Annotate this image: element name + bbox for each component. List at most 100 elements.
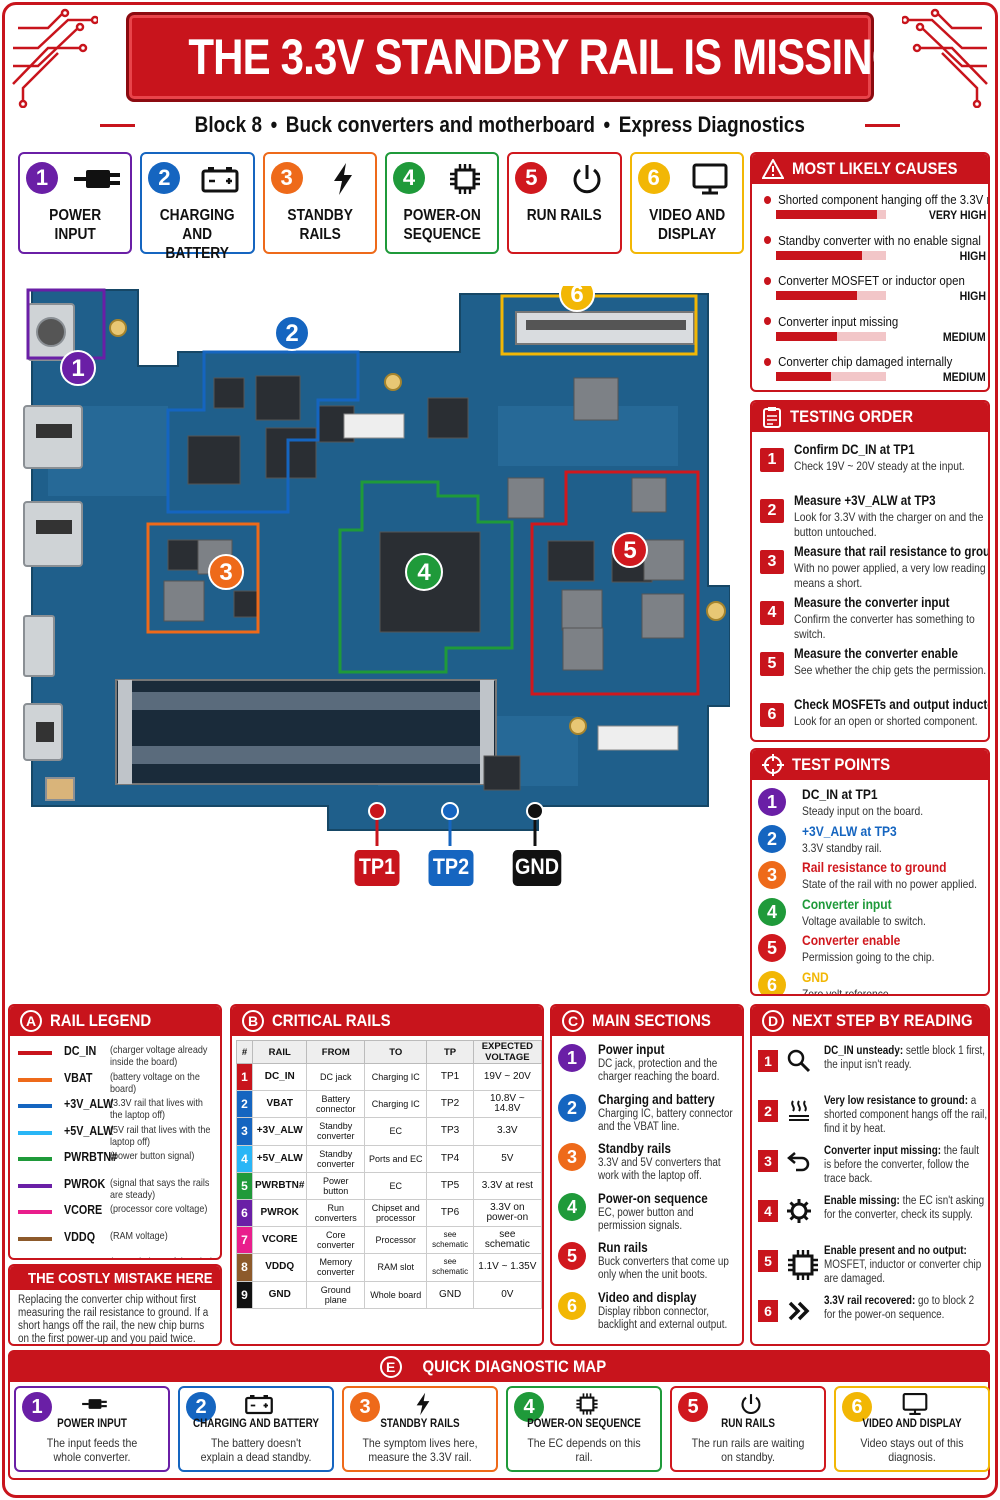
section-title: Standby rails xyxy=(598,1141,671,1156)
next-action: a shorted component hangs off the rail, … xyxy=(824,1095,988,1135)
block-label: POWER INPUT xyxy=(49,207,102,243)
step-title: Measure that rail resistance to ground xyxy=(794,544,990,559)
legend-swatch xyxy=(18,1210,52,1214)
legend-letter: A xyxy=(20,1010,42,1032)
subtitle-row: Block 8 • Buck converters and motherboar… xyxy=(100,110,900,140)
legend-rail-name: +5V_ALW xyxy=(64,1123,114,1138)
mistake-header: THE COSTLY MISTAKE HERE xyxy=(10,1266,220,1290)
legend-item: GND(ground plane of the whole board) xyxy=(18,1256,220,1258)
marker-4: 4 xyxy=(405,553,443,591)
rails-cell: 9 xyxy=(236,1280,253,1309)
testpoints-header: TEST POINTS xyxy=(752,750,988,780)
next-number: 6 xyxy=(758,1300,778,1322)
quickmap-title: STANDBY RAILS xyxy=(380,1418,460,1430)
monitor-icon xyxy=(682,160,738,198)
rails-cell: 1 xyxy=(236,1062,253,1092)
marker-label: 5 xyxy=(623,537,636,564)
rails-cell: Whole board xyxy=(364,1280,428,1309)
quickmap-letter: E xyxy=(379,1356,402,1378)
region-6 xyxy=(500,294,698,356)
causes-header: MOST LIKELY CAUSES xyxy=(752,154,988,184)
likelihood-fill xyxy=(776,331,837,341)
rails-cell: Processor xyxy=(364,1226,428,1255)
sections-title: MAIN SECTIONS xyxy=(592,1011,711,1030)
next-text: 3.3V rail recovered: go to block 2 for t… xyxy=(824,1294,987,1322)
likelihood-level: MEDIUM xyxy=(943,329,986,344)
legend-rail-name: DC_IN xyxy=(64,1044,97,1058)
chip-icon xyxy=(572,1392,602,1416)
step-title: Measure the converter enable xyxy=(794,646,958,661)
legend-rail-desc: (power button signal) xyxy=(110,1150,195,1162)
section-title: Charging and battery xyxy=(598,1091,715,1107)
marker-5: 5 xyxy=(612,532,648,568)
likelihood-bar xyxy=(776,291,886,300)
next-action: go to block 2 for the power-on sequence. xyxy=(824,1295,975,1321)
step-title: Measure +3V_ALW at TP3 xyxy=(794,493,936,508)
next-condition: Converter input missing: xyxy=(824,1145,942,1157)
next-number: 1 xyxy=(758,1050,778,1072)
rails-cell: 5V xyxy=(472,1144,542,1173)
next-number: 3 xyxy=(758,1150,778,1172)
section-desc: Charging IC, battery connector and the V… xyxy=(598,1107,733,1133)
rails-cell: Standby converter xyxy=(306,1144,366,1173)
magnifier-icon xyxy=(786,1048,812,1074)
cause-text: Standby converter with no enable signal xyxy=(764,233,981,248)
testpoint-desc: Permission going to the chip. xyxy=(802,950,935,964)
block-label: VIDEO AND DISPLAY xyxy=(648,207,725,243)
rails-cell: +3V_ALW xyxy=(251,1117,308,1146)
marker-label: 6 xyxy=(570,286,583,308)
rails-cell: 3 xyxy=(236,1117,253,1146)
next-action: settle block 1 first, the input isn't re… xyxy=(824,1045,986,1071)
section-desc: DC jack, protection and the charger reac… xyxy=(598,1058,720,1083)
rails-cell: 0V xyxy=(472,1280,542,1309)
quickmap-number: 4 xyxy=(514,1392,544,1422)
rails-cell: DC jack xyxy=(306,1062,366,1092)
block-number: 3 xyxy=(270,162,303,194)
legend-rail-desc: (charger voltage already inside the boar… xyxy=(110,1044,208,1068)
quickmap-desc: The battery doesn't explain a dead stand… xyxy=(200,1436,312,1464)
legend-rail-name: VDDQ xyxy=(64,1229,96,1244)
causes-title: MOST LIKELY CAUSES xyxy=(792,159,958,178)
testpoints-title: TEST POINTS xyxy=(792,755,891,774)
step-desc: With no power applied, a very low readin… xyxy=(794,561,986,590)
subtitle-rule-left xyxy=(100,123,136,127)
title-banner: THE 3.3V STANDBY RAIL IS MISSING xyxy=(126,12,904,102)
rails-cell: VDDQ xyxy=(251,1253,308,1282)
rails-cell: Power button xyxy=(306,1171,366,1200)
rails-cell: see schematic xyxy=(426,1253,474,1282)
rails-cell: Ground plane xyxy=(306,1280,366,1309)
legend-rail-name: +3V_ALW xyxy=(64,1097,114,1111)
next-number: 2 xyxy=(758,1100,778,1122)
rails-col-header: TP xyxy=(426,1040,474,1064)
likelihood-level: HIGH xyxy=(959,248,986,263)
section-desc: Display ribbon connector, backlight and … xyxy=(598,1305,728,1331)
next-letter: D xyxy=(762,1010,784,1032)
region-2 xyxy=(166,350,360,514)
battery-icon xyxy=(192,160,248,198)
rails-cell: 3.3V at rest xyxy=(472,1171,542,1200)
rails-cell: see schematic xyxy=(426,1226,474,1255)
step-title: Check MOSFETs and output inductor xyxy=(794,697,990,712)
block-label: STANDBY RAILS xyxy=(287,207,353,243)
power-button-icon xyxy=(736,1392,766,1416)
likelihood-level: VERY HIGH xyxy=(928,208,986,222)
legend-item: DC_IN (charger voltage already inside the… xyxy=(18,1044,220,1074)
legend-rail-name: VBAT xyxy=(64,1070,93,1085)
block-number: 6 xyxy=(637,162,670,194)
